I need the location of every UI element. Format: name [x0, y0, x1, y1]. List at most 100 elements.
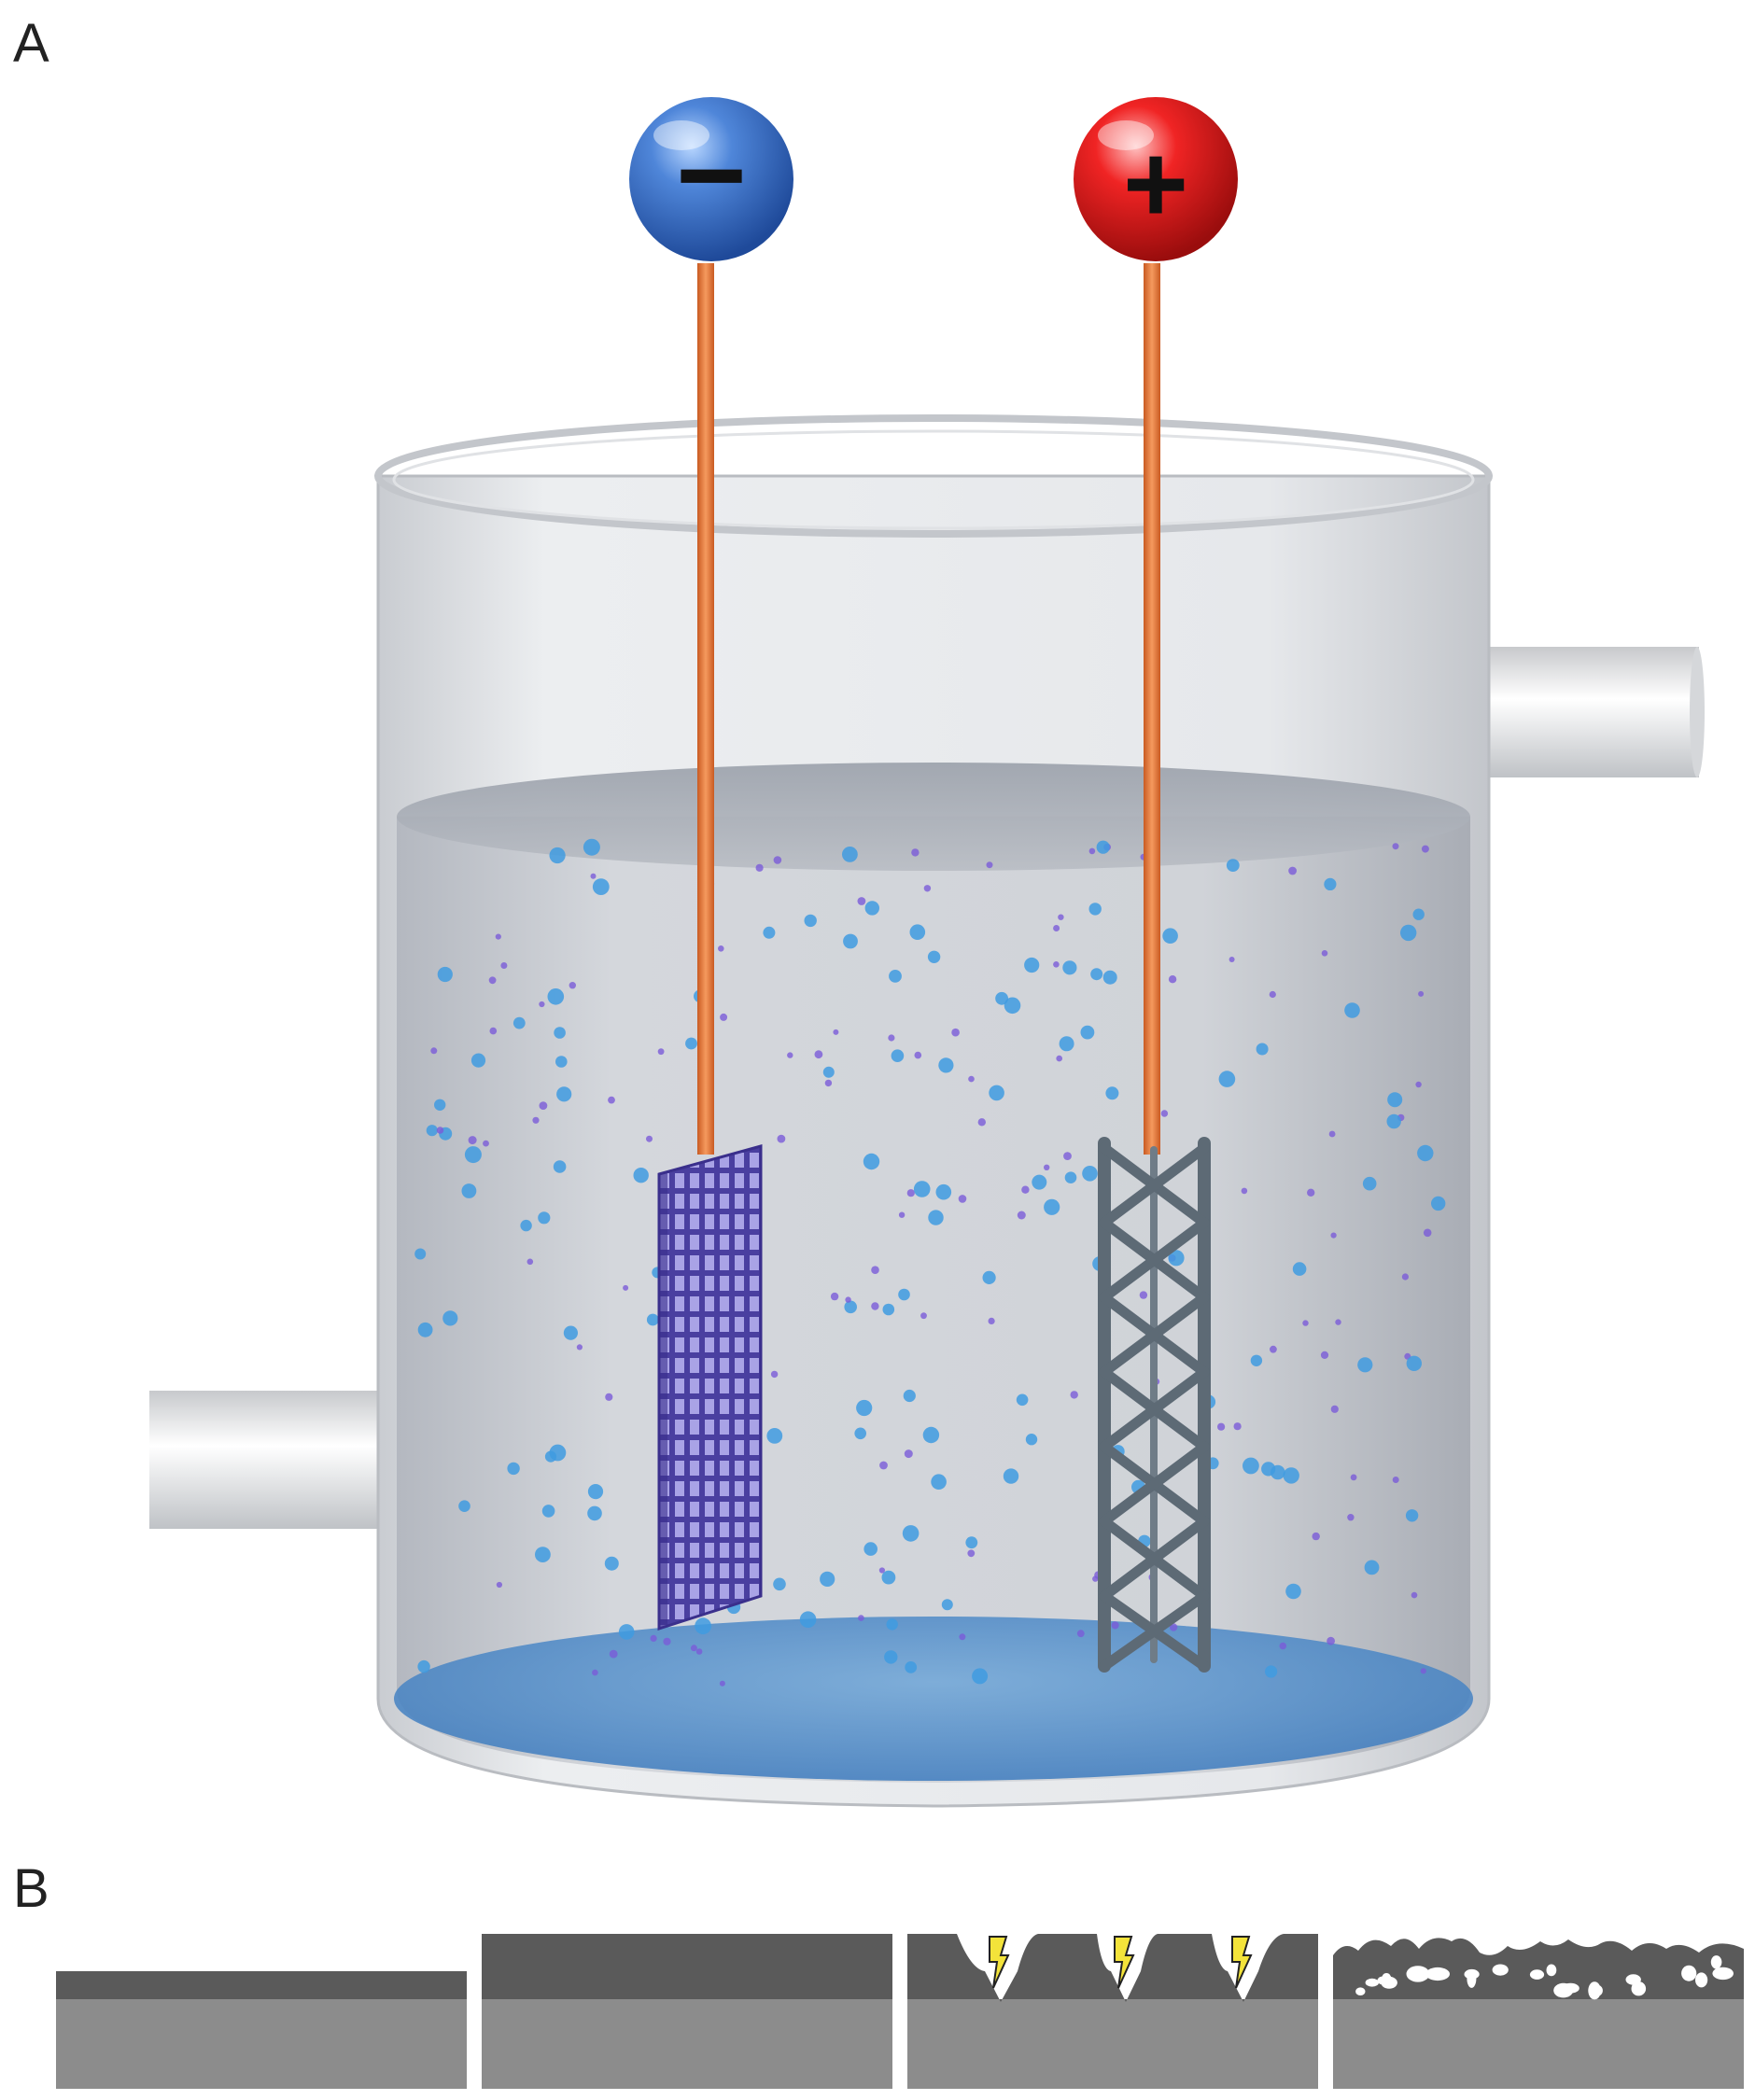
- panel-b-stages: [56, 1934, 1744, 2089]
- ion-large: [941, 1599, 953, 1611]
- ion-large: [820, 1571, 835, 1587]
- ion-large: [927, 950, 941, 963]
- ion-large: [461, 1183, 477, 1198]
- pore: [1467, 1969, 1477, 1988]
- positive-symbol: +: [1123, 121, 1188, 246]
- ion-large: [938, 1057, 954, 1073]
- ion-large: [856, 1399, 873, 1417]
- ion-small: [1392, 1477, 1399, 1483]
- ion-small: [1335, 1319, 1341, 1325]
- ion-large: [1362, 1176, 1377, 1191]
- ion-large: [881, 1570, 896, 1585]
- ion-large: [965, 1536, 978, 1549]
- ion-large: [555, 1056, 568, 1068]
- ion-large: [1003, 1468, 1019, 1484]
- ion-large: [1344, 1002, 1360, 1018]
- ion-large: [882, 1303, 895, 1316]
- ion-small: [1327, 1636, 1335, 1645]
- ion-large: [1226, 859, 1240, 872]
- negative-symbol: −: [676, 106, 747, 243]
- discharge-spark-icon: [1114, 1936, 1135, 1989]
- ion-small: [1420, 1668, 1426, 1674]
- ions: [414, 838, 1446, 1687]
- ion-large: [1088, 903, 1102, 916]
- anode-lattice: [1098, 1137, 1211, 1673]
- ion-small: [1421, 845, 1429, 853]
- ion-small: [695, 1648, 703, 1655]
- ion-large: [633, 1168, 649, 1183]
- ion-small: [986, 861, 993, 869]
- ion-small: [1330, 1405, 1339, 1413]
- discharge-spark-icon: [989, 1936, 1010, 1989]
- ion-small: [845, 1296, 851, 1303]
- ion-large: [1292, 1262, 1307, 1276]
- ion-large: [843, 933, 858, 949]
- ion-small: [1347, 1514, 1355, 1521]
- ion-large: [799, 1611, 817, 1628]
- ion-large: [928, 1210, 944, 1225]
- pore: [1546, 1964, 1557, 1977]
- ion-large: [417, 1659, 430, 1673]
- ion-small: [1411, 1591, 1418, 1599]
- negative-wire: [697, 263, 714, 1155]
- ion-large: [842, 847, 858, 862]
- ion-small: [977, 1118, 987, 1127]
- ion-small: [755, 863, 764, 872]
- stage-2-thick-coating: [482, 1934, 892, 2089]
- ion-large: [464, 1146, 482, 1164]
- ion-small: [1233, 1422, 1242, 1431]
- ion-small: [650, 1634, 657, 1642]
- lattice-strut: [1099, 1516, 1210, 1602]
- ion-small: [1063, 1152, 1072, 1160]
- ion-large: [1102, 970, 1117, 985]
- electrolyte-surface: [397, 763, 1470, 871]
- ion-small: [879, 1461, 888, 1470]
- ion-large: [685, 1037, 697, 1050]
- ion-large: [935, 1183, 952, 1200]
- ion-small: [1111, 1621, 1119, 1630]
- ion-small: [1092, 1575, 1099, 1582]
- ion-small: [904, 1449, 913, 1459]
- ion-small: [1070, 1391, 1078, 1399]
- ion-small: [1415, 1081, 1422, 1088]
- ion-small: [436, 1127, 444, 1134]
- lattice-strut: [1099, 1142, 1210, 1228]
- ion-small: [500, 962, 508, 969]
- ion-small: [833, 1029, 839, 1035]
- ion-small: [496, 1581, 503, 1589]
- ion-small: [1307, 1188, 1315, 1197]
- ion-large: [902, 1525, 920, 1542]
- ion-small: [623, 1284, 629, 1291]
- ion-large: [1218, 1071, 1236, 1087]
- ion-large: [766, 1428, 783, 1444]
- ion-large: [554, 1027, 566, 1039]
- ion-large: [1324, 877, 1337, 891]
- ion-small: [773, 856, 782, 864]
- lattice-strut: [1099, 1292, 1210, 1378]
- ion-small: [1168, 975, 1177, 984]
- ion-small: [539, 1001, 545, 1008]
- ion-small: [590, 873, 597, 879]
- ion-large: [922, 1426, 940, 1444]
- ion-large: [512, 1016, 526, 1029]
- ion-small: [878, 1567, 886, 1574]
- ion-small: [920, 1312, 927, 1320]
- ion-small: [1169, 1623, 1178, 1631]
- ion-large: [1283, 1467, 1299, 1484]
- ion-large: [1162, 928, 1178, 944]
- ion-small: [468, 1136, 477, 1145]
- ion-large: [458, 1500, 470, 1512]
- ion-small: [1053, 961, 1060, 968]
- ion-large: [1025, 1434, 1038, 1446]
- ion-large: [844, 1300, 857, 1314]
- ion-large: [913, 1181, 931, 1197]
- lattice-strut: [1099, 1441, 1210, 1527]
- ion-small: [1044, 1164, 1050, 1171]
- ion-large: [886, 1618, 898, 1631]
- ion-small: [988, 1317, 995, 1324]
- ion-small: [1160, 1110, 1169, 1117]
- ion-large: [1285, 1583, 1301, 1600]
- ion-large: [549, 1444, 567, 1462]
- ion-small: [967, 1549, 976, 1558]
- ion-large: [903, 1389, 916, 1403]
